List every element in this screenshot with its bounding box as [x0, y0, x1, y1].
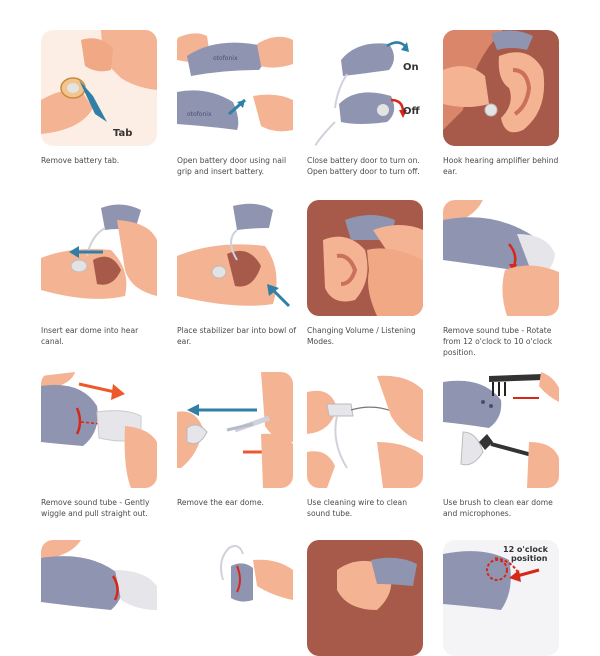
step-6-illustration	[177, 200, 293, 316]
step-1-illustration: Tab	[41, 30, 157, 146]
step-2-caption: Open battery door using nail grip and in…	[177, 156, 287, 176]
step-6-caption: Place stabilizer bar into bowl of ear.	[177, 326, 297, 346]
step-7-illustration	[307, 200, 423, 316]
tab-label: Tab	[113, 128, 132, 139]
off-label: Off	[403, 106, 421, 117]
brand-label: otofonix	[213, 55, 238, 62]
on-label: On	[403, 62, 419, 73]
step-5-caption: Insert ear dome into hear canal.	[41, 326, 139, 346]
step-3-caption: Close battery door to turn on. Open batt…	[307, 156, 420, 176]
instruction-sheet: { "steps": [ {"caption": "Remove battery…	[41, 30, 559, 656]
step-9-caption: Remove sound tube - Gently wiggle and pu…	[41, 498, 150, 518]
step-2-illustration: otofonix otofonix	[177, 30, 293, 146]
clock-position-label-line1: 12 o'clock	[503, 545, 549, 554]
step-9-illustration	[41, 372, 157, 488]
step-10-caption: Remove the ear dome.	[177, 498, 264, 507]
step-11-illustration	[307, 372, 423, 488]
step-8-caption: Remove sound tube - Rotate from 12 o'clo…	[443, 326, 553, 357]
step-12-illustration	[443, 372, 559, 488]
step-13-illustration	[41, 540, 157, 656]
step-10-illustration	[177, 372, 293, 488]
step-15-illustration	[307, 540, 423, 656]
step-14-illustration	[177, 540, 293, 656]
step-4-illustration	[443, 30, 559, 146]
step-3-illustration: On Off	[307, 30, 423, 146]
step-11-caption: Use cleaning wire to clean sound tube.	[307, 498, 408, 518]
step-12-caption: Use brush to clean ear dome and micropho…	[443, 498, 553, 518]
step-8-illustration	[443, 200, 559, 316]
step-16-illustration: 12 o'clock position	[443, 540, 559, 656]
clock-position-label-line2: position	[511, 554, 548, 563]
step-1-caption: Remove battery tab.	[41, 156, 120, 165]
step-5-illustration	[41, 200, 157, 316]
brand-label-2: otofonix	[187, 111, 212, 118]
step-4-caption: Hook hearing amplifier behind ear.	[443, 156, 559, 176]
step-7-caption: Changing Volume / Listening Modes.	[307, 326, 416, 346]
